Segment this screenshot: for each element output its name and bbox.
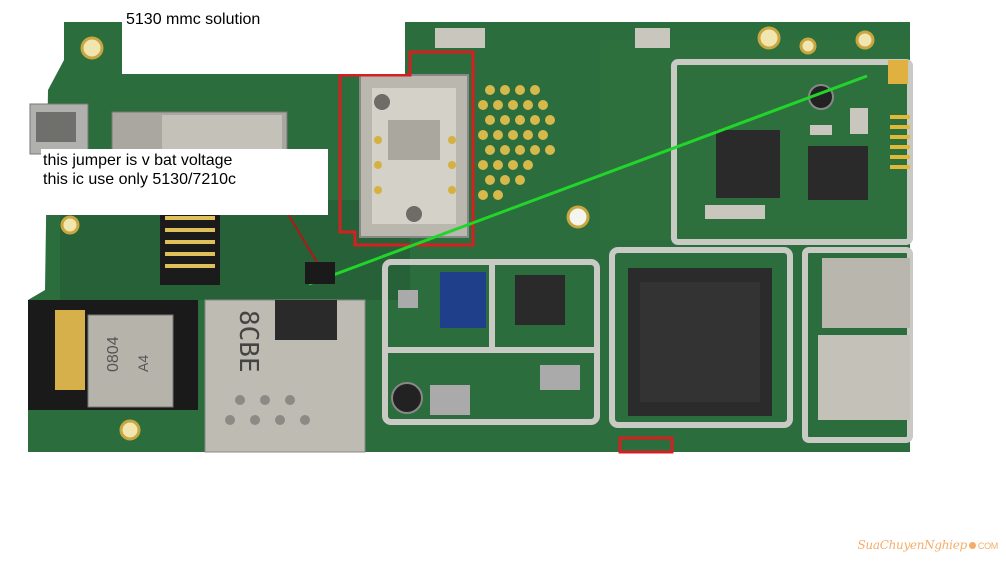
watermark: SuaChuyenNghiep COM bbox=[858, 538, 999, 552]
board-connector bbox=[160, 210, 220, 285]
small-ic bbox=[515, 275, 565, 325]
rf-ic-2 bbox=[808, 146, 868, 200]
gold-fingers bbox=[890, 115, 910, 169]
note-line-2: this ic use only 5130/7210c bbox=[43, 171, 237, 188]
watermark-name: SuaChuyenNghiep bbox=[857, 538, 968, 552]
title-text: 5130 mmc solution bbox=[126, 11, 261, 28]
shield-plate-2 bbox=[818, 335, 910, 420]
usb-connector bbox=[29, 103, 89, 155]
shield-frames bbox=[382, 59, 913, 443]
jack-marking: 0804 bbox=[105, 336, 122, 372]
note-label: this jumper is v bat voltage this ic use… bbox=[41, 149, 328, 215]
pointer-line bbox=[308, 74, 868, 286]
small-components bbox=[398, 28, 908, 454]
title-label: 5130 mmc solution bbox=[122, 10, 405, 74]
watermark-dot-icon bbox=[968, 542, 976, 549]
mount-holes bbox=[60, 26, 875, 441]
audio-jack: 0804 A4 bbox=[28, 300, 198, 410]
mmc-ic bbox=[440, 272, 486, 328]
jumper bbox=[305, 262, 335, 284]
shield-plate-1 bbox=[822, 258, 910, 328]
sim-highlight-box bbox=[338, 50, 475, 247]
watermark-suffix: COM bbox=[977, 541, 998, 551]
jack-sub-marking: A4 bbox=[135, 355, 151, 372]
note-line-1: this jumper is v bat voltage bbox=[43, 152, 233, 169]
slot-marking: 8CBE bbox=[233, 310, 263, 373]
rf-ic-1 bbox=[716, 130, 780, 198]
sim-holder bbox=[359, 74, 469, 238]
inductor bbox=[391, 382, 423, 414]
mmc-slot: 8CBE bbox=[204, 299, 366, 453]
gold-pad-grid bbox=[478, 85, 555, 200]
